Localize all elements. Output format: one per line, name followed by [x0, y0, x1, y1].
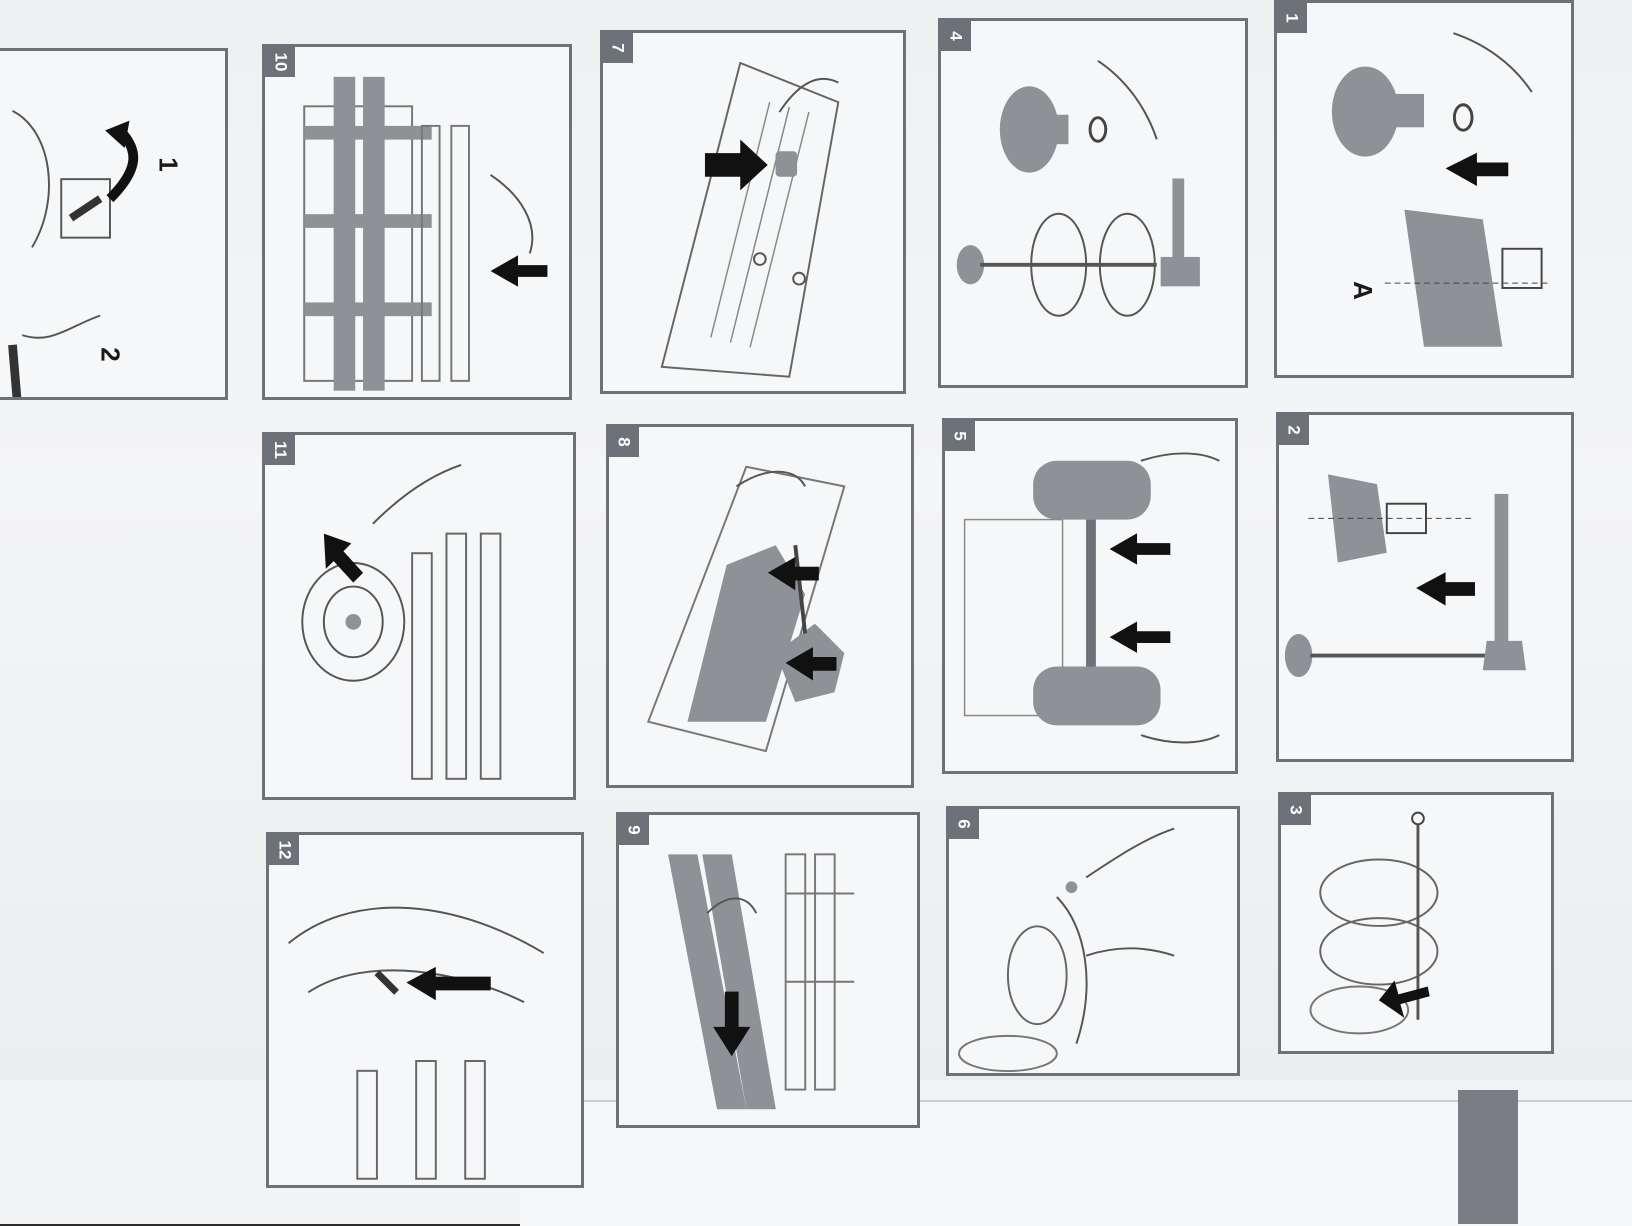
wheel-stack-illustration: [1309, 811, 1439, 1035]
step-number-1: 1: [1277, 3, 1307, 33]
step-number-3: 3: [1281, 795, 1311, 825]
step-number-4: 4: [941, 21, 971, 51]
axle-hammer-illustration: [1284, 474, 1526, 678]
axle-bracket-illustration: [646, 465, 846, 753]
step-panel-6: 6: [946, 806, 1240, 1076]
wheel-cap-illustration: [301, 464, 502, 780]
step-number-8: 8: [609, 427, 639, 457]
pin-insert-illustration: [287, 906, 545, 1180]
step-panel-8: 8: [606, 424, 914, 788]
step-panel-9: 9: [616, 812, 920, 1128]
step-panel-7: 7: [600, 30, 906, 394]
step-panel-4: 4: [938, 18, 1248, 388]
hubcap-insert-illustration: [1331, 32, 1552, 347]
step-panel-11: 11: [262, 432, 576, 800]
step-number-5: 5: [945, 421, 975, 451]
hubcap-hammer-illustration: [956, 59, 1200, 317]
step-number-10: 10: [265, 47, 295, 77]
step-panel-3: 3: [1278, 792, 1554, 1054]
step-panel-12: 12: [266, 832, 584, 1188]
crate-illustration: [303, 76, 548, 391]
step-panel-5: 5: [942, 418, 1238, 774]
step-number-12: 12: [269, 835, 299, 865]
step-number-6: 6: [949, 809, 979, 839]
step-number-7: 7: [603, 33, 633, 63]
wheel-pin-illustration: [958, 827, 1175, 1073]
step-number-11: 11: [265, 435, 295, 465]
step-number-9: 9: [619, 815, 649, 845]
step-number-2: 2: [1279, 415, 1309, 445]
step-panel-2: 2: [1276, 412, 1574, 762]
step-partial-panel: 1 2: [0, 48, 228, 400]
step-panel-10: 10: [262, 44, 572, 400]
step-panel-1: 1 A: [1274, 0, 1574, 378]
side-rail-illustration: [668, 853, 855, 1110]
lever-illustration: [8, 110, 139, 397]
panel-board-illustration: [660, 61, 840, 378]
underlying-page-bar: [1458, 1090, 1518, 1224]
axle-wheels-illustration: [963, 452, 1220, 744]
